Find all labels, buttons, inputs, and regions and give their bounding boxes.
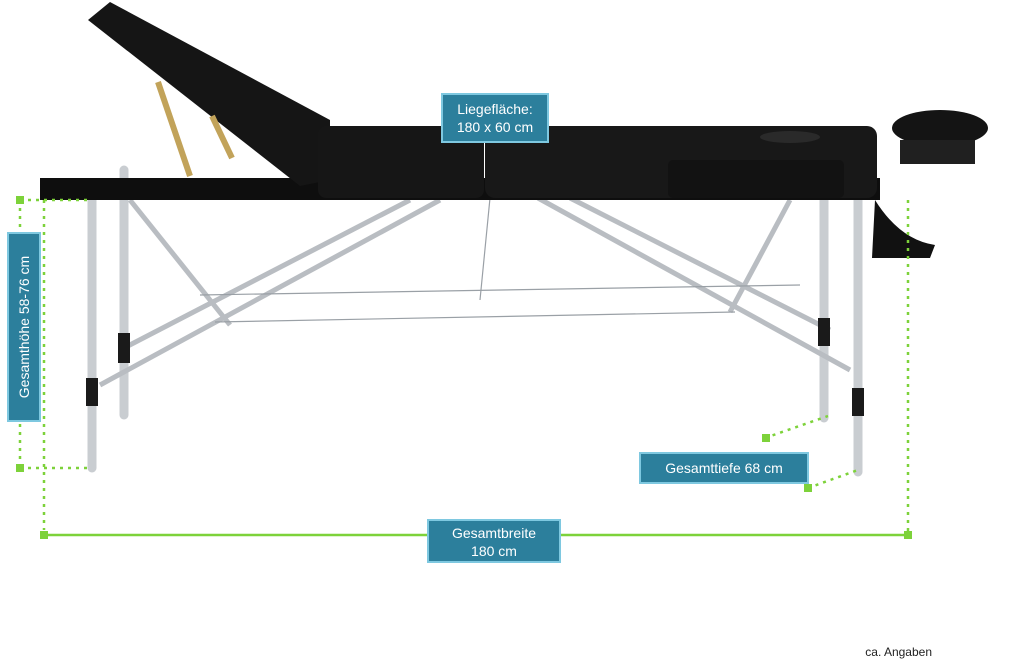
lying-surface-size: 180 x 60 cm [456, 119, 534, 135]
total-height-label: Gesamthöhe 58-76 cm [7, 232, 41, 422]
total-width-size: 180 cm [471, 543, 517, 559]
approximate-note: ca. Angaben [865, 645, 932, 659]
dimension-markers [16, 196, 912, 539]
total-depth-label: Gesamttiefe 68 cm [639, 452, 809, 484]
lying-surface-label: Liegefläche: 180 x 60 cm [441, 93, 549, 143]
armrest [668, 160, 844, 198]
headrest [892, 110, 988, 146]
table-legs [87, 165, 863, 477]
total-depth-text: Gesamttiefe 68 cm [665, 460, 783, 476]
leg-clamps [86, 318, 864, 416]
table-cables [199, 197, 801, 323]
dimension-lines [18, 198, 910, 535]
headrest-mount [900, 140, 975, 164]
backrest [88, 2, 330, 186]
carry-strap [872, 200, 935, 258]
middle-pad [318, 126, 484, 198]
total-width-label: Gesamtbreite 180 cm [427, 519, 561, 563]
table-braces [98, 195, 852, 388]
total-width-title: Gesamtbreite [451, 525, 537, 541]
backrest-struts [155, 81, 235, 177]
total-height-text: Gesamthöhe 58-76 cm [16, 255, 32, 399]
face-hole [760, 131, 820, 143]
lying-surface-title: Liegefläche: [457, 101, 533, 117]
